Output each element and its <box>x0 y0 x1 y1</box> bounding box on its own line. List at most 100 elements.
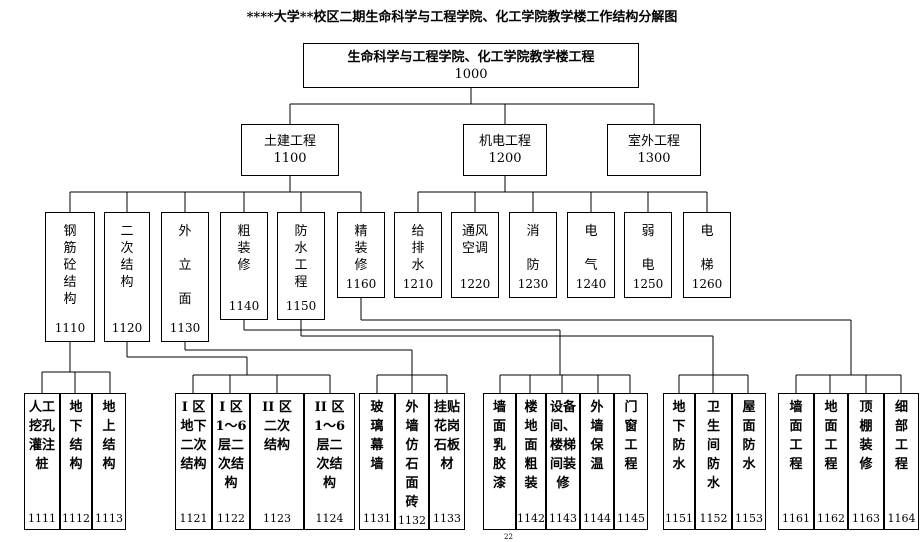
page-number: 22 <box>504 533 513 541</box>
node-label: 电 气 <box>584 224 598 273</box>
node-1141: 墙 面 乳 胶 漆 <box>483 393 516 530</box>
node-label: 墙 面 工 程 <box>789 400 803 472</box>
node-code: 1140 <box>228 299 260 313</box>
node-code: 1145 <box>617 512 645 525</box>
node-code: 1124 <box>315 512 344 525</box>
node-1140: 粗 装 修 1140 <box>220 212 268 320</box>
node-code: 1121 <box>179 512 208 525</box>
node-1110: 钢 筋 砼 结 构 1110 <box>45 212 95 342</box>
node-label: II 区 1～6 层二 次结 构 <box>313 400 346 491</box>
node-label: 地 面 工 程 <box>824 400 838 472</box>
node-label: 给 排 水 <box>411 224 425 273</box>
node-label: 外 墙 保 温 <box>590 400 604 472</box>
node-label: 外 墙 仿 石 面 砖 <box>405 400 419 510</box>
node-label: 细 部 工 程 <box>894 400 908 472</box>
node-label: 通风 空调 <box>461 224 488 256</box>
node-1150: 防 水 工 程 1150 <box>277 212 325 320</box>
node-label: II 区 二次 结构 <box>262 400 292 453</box>
node-label: 墙 面 乳 胶 漆 <box>492 400 506 491</box>
node-label: 生命科学与工程学院、化工学院教学楼工程 <box>347 49 595 65</box>
node-code: 1132 <box>398 514 426 527</box>
node-code: 1133 <box>433 512 461 525</box>
node-label: 地 上 结 构 <box>102 400 116 472</box>
node-code: 1120 <box>111 321 143 335</box>
node-label: 外 立 面 <box>178 224 192 307</box>
node-1133: 挂贴 花岗 石板 材 1133 <box>429 393 465 530</box>
node-code: 1250 <box>632 277 664 291</box>
node-label: 精 装 修 <box>354 224 368 273</box>
node-code: 1230 <box>517 277 549 291</box>
node-code: 1240 <box>575 277 607 291</box>
node-code: 1142 <box>517 512 545 525</box>
node-code: 1100 <box>273 151 307 166</box>
node-label: 人工 挖孔 灌注 桩 <box>28 400 55 472</box>
node-label: 挂贴 花岗 石板 材 <box>433 400 460 472</box>
node-code: 1130 <box>169 321 201 335</box>
node-1260: 电 梯 1260 <box>683 212 731 298</box>
node-code: 1300 <box>637 151 671 166</box>
node-label: 电 梯 <box>700 224 714 273</box>
node-1142: 楼 地 面 粗 装 1142 <box>516 393 546 530</box>
node-1144: 外 墙 保 温 1144 <box>580 393 614 530</box>
node-code: 1122 <box>217 512 245 525</box>
node-1153: 屋 面 防 水 1153 <box>732 393 766 530</box>
node-root: 生命科学与工程学院、化工学院教学楼工程 1000 <box>303 43 639 88</box>
node-code: 1161 <box>782 512 810 525</box>
node-label: I 区 地下 二次 结构 <box>180 400 207 472</box>
node-code: 1131 <box>363 512 391 525</box>
node-label: I 区 1～6 层二 次结 构 <box>215 400 247 491</box>
node-label: 防 水 工 程 <box>294 224 308 290</box>
node-1152: 卫 生 间 防 水 1152 <box>695 393 732 530</box>
node-code: 1143 <box>549 512 577 525</box>
node-label: 粗 装 修 <box>237 224 251 273</box>
node-1121: I 区 地下 二次 结构 1121 <box>175 393 212 530</box>
node-1122: I 区 1～6 层二 次结 构 1122 <box>212 393 250 530</box>
node-label: 楼 地 面 粗 装 <box>524 400 538 491</box>
node-1131: 玻 璃 幕 墙 1131 <box>359 393 395 530</box>
node-1100: 土建工程 1100 <box>241 124 339 176</box>
node-code: 1144 <box>583 512 611 525</box>
node-label: 消 防 <box>526 224 540 273</box>
node-code: 1163 <box>852 512 880 525</box>
node-1210: 给 排 水 1210 <box>394 212 442 298</box>
node-1300: 室外工程 1300 <box>607 124 701 176</box>
node-1162: 地 面 工 程 1162 <box>814 393 848 530</box>
node-label: 卫 生 间 防 水 <box>706 400 720 491</box>
node-code: 1150 <box>285 299 317 313</box>
node-code: 1160 <box>345 277 377 291</box>
node-1120: 二 次 结 构 1120 <box>104 212 150 342</box>
node-label: 地 下 结 构 <box>69 400 83 472</box>
node-code: 1164 <box>887 512 916 525</box>
node-label: 顶 棚 装 修 <box>859 400 873 472</box>
node-code: 1153 <box>735 512 763 525</box>
node-label: 弱 电 <box>641 224 655 273</box>
node-code: 1220 <box>459 277 491 291</box>
node-code: 1110 <box>54 321 86 335</box>
node-1124: II 区 1～6 层二 次结 构 1124 <box>304 393 355 530</box>
node-label: 屋 面 防 水 <box>742 400 756 472</box>
node-label: 土建工程 <box>263 134 316 149</box>
node-code: 1123 <box>263 512 291 525</box>
node-label: 设备 间、 楼梯 间装 修 <box>549 400 576 491</box>
node-label: 室外工程 <box>627 134 680 149</box>
node-1250: 弱 电 1250 <box>624 212 672 298</box>
node-1161: 墙 面 工 程 1161 <box>778 393 814 530</box>
node-1123: II 区 二次 结构 1123 <box>250 393 304 530</box>
node-label: 玻 璃 幕 墙 <box>370 400 384 472</box>
node-1200: 机电工程 1200 <box>463 124 547 176</box>
node-code: 1260 <box>691 277 723 291</box>
node-1151: 地 下 防 水 1151 <box>663 393 695 530</box>
node-label: 地 下 防 水 <box>672 400 686 472</box>
node-1145: 门 窗 工 程 1145 <box>614 393 648 530</box>
node-1113: 地 上 结 构 1113 <box>92 393 126 530</box>
node-code: 1000 <box>454 66 488 82</box>
node-1230: 消 防 1230 <box>509 212 557 298</box>
diagram-title: ****大学**校区二期生命科学与工程学院、化工学院教学楼工作结构分解图 <box>246 10 678 25</box>
node-label: 钢 筋 砼 结 构 <box>63 224 77 307</box>
node-1164: 细 部 工 程 1164 <box>884 393 919 530</box>
node-code: 1113 <box>95 512 123 525</box>
node-1143: 设备 间、 楼梯 间装 修 1143 <box>546 393 580 530</box>
node-code: 1200 <box>488 151 522 166</box>
node-code: 1152 <box>699 512 728 525</box>
